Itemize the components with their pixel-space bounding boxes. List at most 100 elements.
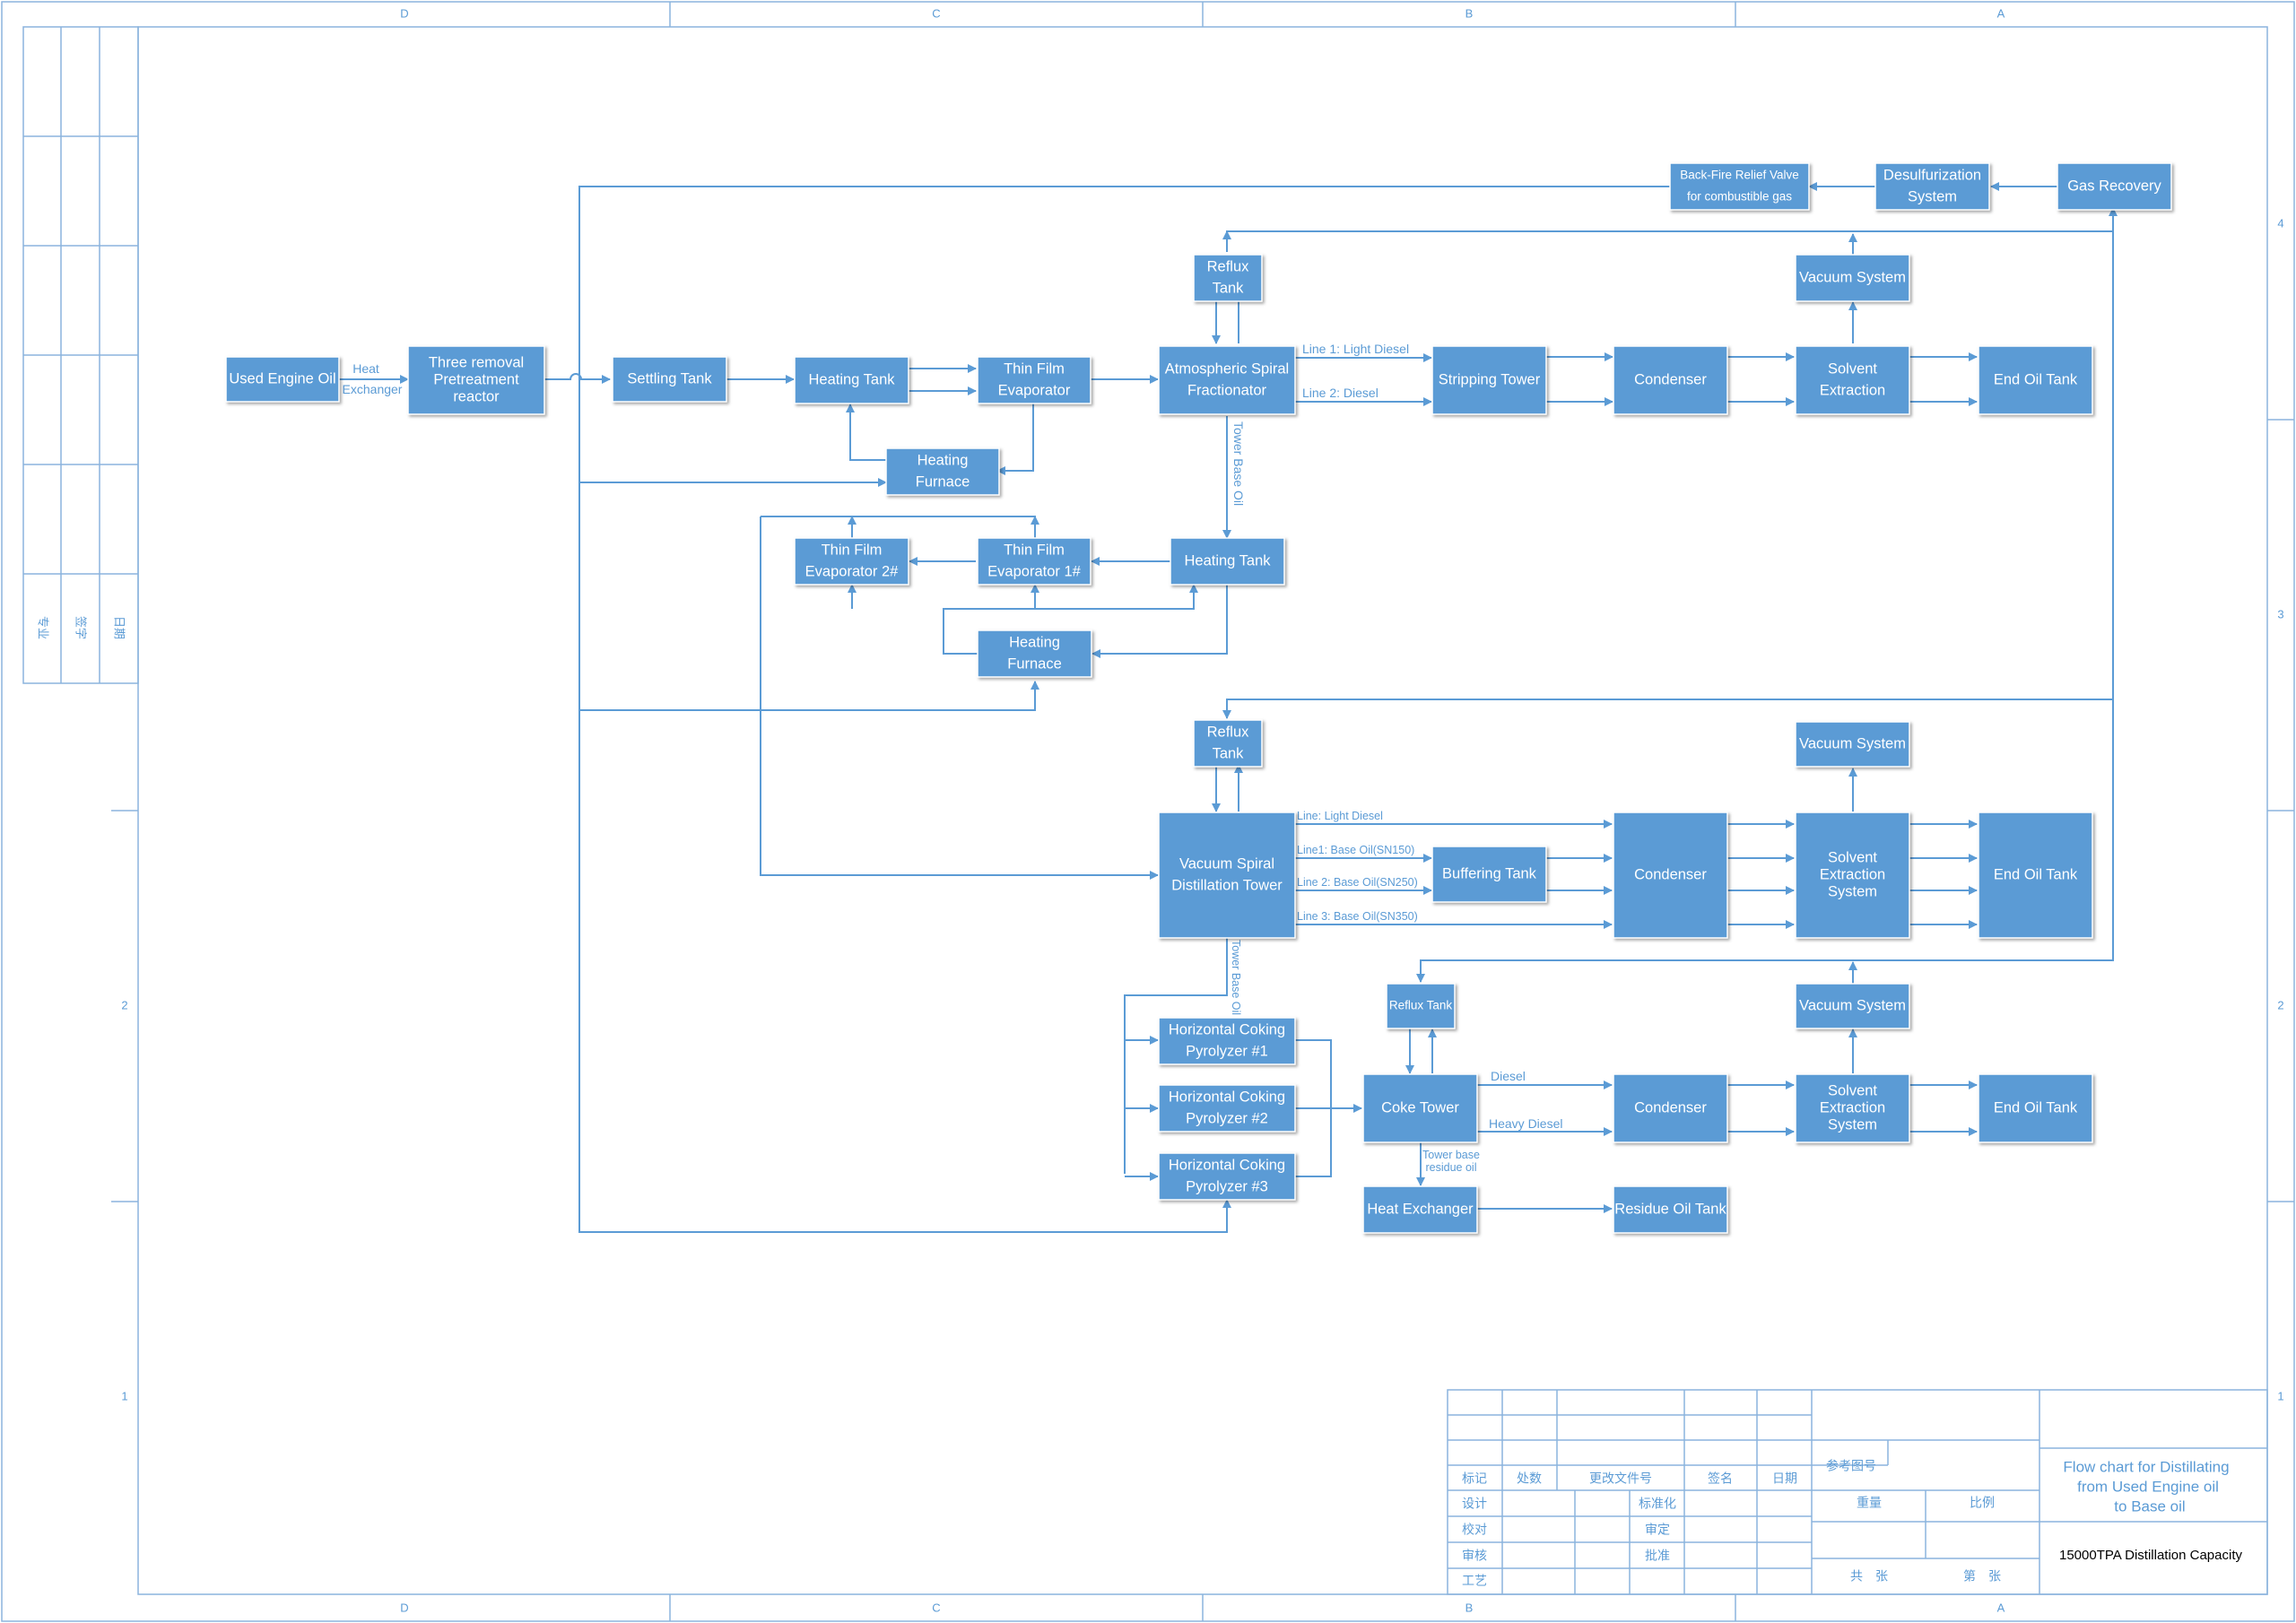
box-shape xyxy=(1795,254,1910,302)
box-label: Horizontal Coking xyxy=(1169,1089,1285,1105)
box-shape xyxy=(977,537,1091,586)
box-shape xyxy=(977,356,1091,404)
box-label: Stripping Tower xyxy=(1439,371,1541,387)
gas-recovery-box: Gas Recovery xyxy=(2057,162,2172,211)
box-label: Distillation Tower xyxy=(1171,877,1283,893)
drawing-title-line-3: to Base oil xyxy=(2114,1497,2185,1515)
row-label-design: 设计 xyxy=(1462,1497,1487,1511)
box-label: Pyrolyzer #2 xyxy=(1186,1110,1268,1126)
box-label: Vacuum System xyxy=(1799,735,1906,751)
box-label: Thin Film xyxy=(1004,360,1065,377)
box-label: Condenser xyxy=(1634,371,1707,387)
box-label: Thin Film xyxy=(822,542,883,558)
box-label: Atmospheric Spiral xyxy=(1165,360,1289,377)
drawing-title-line-2: from Used Engine oil xyxy=(2077,1478,2219,1495)
buffering-tank-box: Buffering Tank xyxy=(1431,846,1547,903)
binding-block-label: 日期 xyxy=(113,616,126,639)
box-label: Pyrolyzer #1 xyxy=(1186,1043,1268,1059)
condenser-3-box: Condenser xyxy=(1613,1073,1728,1143)
mid-label-approve: 审定 xyxy=(1645,1523,1670,1537)
box-shape xyxy=(1874,162,1990,211)
box-shape xyxy=(1158,1084,1296,1133)
box-shape xyxy=(794,356,909,404)
line2-diesel-label: Line 2: Diesel xyxy=(1302,386,1378,400)
scale-label: 比例 xyxy=(1970,1496,1995,1510)
box-label: Reflux xyxy=(1207,258,1250,274)
tower-base-residue-label-1: Tower base xyxy=(1422,1149,1480,1161)
box-shape xyxy=(1795,345,1910,415)
settling-tank-box: Settling Tank xyxy=(612,356,727,403)
heat-exchanger-label-2: Exchanger xyxy=(343,382,403,396)
box-shape xyxy=(1170,537,1285,586)
box-shape xyxy=(1978,812,2093,939)
box-label: System xyxy=(1828,883,1877,899)
zone-row-label: 1 xyxy=(2277,1389,2283,1402)
box-label: reactor xyxy=(453,388,500,404)
box-shape xyxy=(1613,1185,1728,1234)
diesel-label: Diesel xyxy=(1491,1069,1526,1083)
box-shape xyxy=(2057,162,2172,211)
box-shape xyxy=(1386,983,1456,1029)
box-label: Heating xyxy=(1009,634,1060,650)
box-shape xyxy=(1795,983,1910,1029)
box-label: Extraction xyxy=(1820,382,1885,398)
box-label: Tank xyxy=(1213,280,1245,296)
box-label: for combustible gas xyxy=(1687,190,1792,204)
box-label: End Oil Tank xyxy=(1994,1099,2078,1115)
zone-row-label: 2 xyxy=(2277,998,2283,1011)
mid-label-authorize: 批准 xyxy=(1645,1549,1670,1563)
heating-tank-1-box: Heating Tank xyxy=(794,356,909,404)
box-label: Settling Tank xyxy=(627,370,712,386)
heat-exchanger-label-1: Heat xyxy=(352,361,379,376)
box-label: Thin Film xyxy=(1004,542,1065,558)
drawing-title-line-1: Flow chart for Distillating xyxy=(2063,1458,2229,1475)
line1-sn150-label: Line1: Base Oil(SN150) xyxy=(1297,844,1414,856)
box-label: End Oil Tank xyxy=(1994,371,2078,387)
zone-row-label: 3 xyxy=(2277,607,2283,621)
box-label: Vacuum System xyxy=(1799,269,1906,285)
box-shape xyxy=(1978,1073,2093,1143)
box-label: Condenser xyxy=(1634,866,1707,882)
box-label: Extraction xyxy=(1820,866,1885,882)
end-oil-tank-3-box: End Oil Tank xyxy=(1978,1073,2093,1143)
ref-no-label: 参考图号 xyxy=(1826,1459,1876,1473)
box-shape xyxy=(1431,345,1547,415)
tower-base-oil-label-2: Tower Base Oil xyxy=(1230,940,1242,1015)
zone-row-label: 2 xyxy=(121,998,127,1011)
box-label: Reflux Tank xyxy=(1389,999,1453,1012)
line3-sn350-label: Line 3: Base Oil(SN350) xyxy=(1297,910,1418,923)
box-label: Used Engine Oil xyxy=(229,370,335,386)
box-label: Furnace xyxy=(916,473,970,490)
box-shape xyxy=(885,447,1000,496)
reflux-tank-3-box: Reflux Tank xyxy=(1386,983,1456,1029)
coke-tower-box: Coke Tower xyxy=(1362,1073,1478,1143)
box-label: Vacuum System xyxy=(1799,997,1906,1013)
box-label: Heat Exchanger xyxy=(1367,1201,1474,1217)
box-label: Horizontal Coking xyxy=(1169,1157,1285,1173)
capacity-label: 15000TPA Distillation Capacity xyxy=(2059,1548,2242,1563)
box-label: Tank xyxy=(1213,745,1245,761)
box-shape xyxy=(1158,345,1296,415)
box-shape xyxy=(1193,254,1263,302)
box-shape xyxy=(1978,345,2093,415)
box-label: Heating Tank xyxy=(1184,552,1271,568)
box-label: Evaporator 2# xyxy=(805,563,899,579)
title-block-text: 标记 处数 更改文件号 签名 日期 设计 校对 审核 工艺 标准化 审定 批准 … xyxy=(1462,1458,2242,1587)
zone-row-label: 4 xyxy=(2277,216,2283,230)
box-shape xyxy=(1795,1073,1910,1143)
